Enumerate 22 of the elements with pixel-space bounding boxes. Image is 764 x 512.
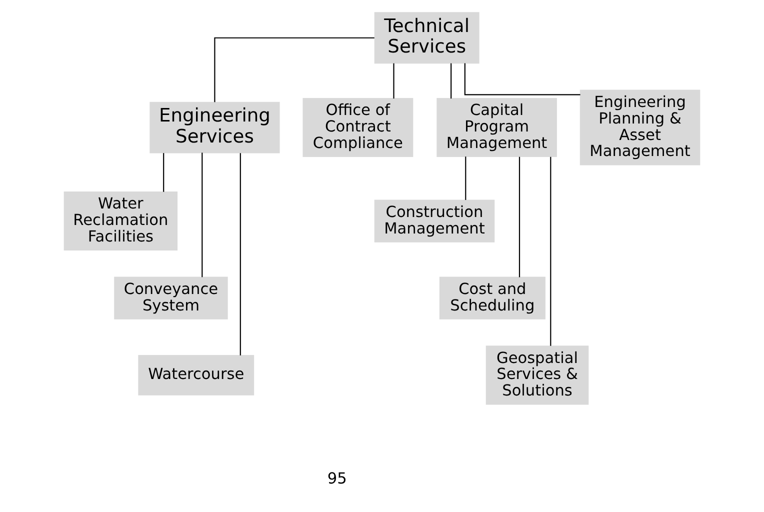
connector xyxy=(518,156,520,278)
node-box: Water Reclamation Facilities xyxy=(64,191,178,251)
node-box: Cost and Scheduling xyxy=(439,276,546,320)
label: 95 xyxy=(327,470,347,488)
node-box: Watercourse xyxy=(138,354,254,396)
connector xyxy=(240,153,241,356)
node-box: Construction Management xyxy=(374,200,495,242)
node-box: Technical Services xyxy=(374,12,480,64)
node-box: Capital Program Management xyxy=(436,98,557,158)
connector xyxy=(163,153,164,192)
connector xyxy=(464,63,580,96)
node-box: Geospatial Services & Solutions xyxy=(486,346,589,405)
node-box: Office of Contract Compliance xyxy=(302,98,414,158)
connector xyxy=(393,63,394,99)
node-box: Engineering Planning & Asset Management xyxy=(580,90,700,166)
connector xyxy=(202,152,203,278)
node-box: Engineering Services xyxy=(150,102,280,154)
connector xyxy=(550,156,552,346)
connector xyxy=(214,37,374,102)
connector xyxy=(450,63,452,99)
node-box: Conveyance System xyxy=(114,276,228,320)
connector xyxy=(465,156,466,200)
